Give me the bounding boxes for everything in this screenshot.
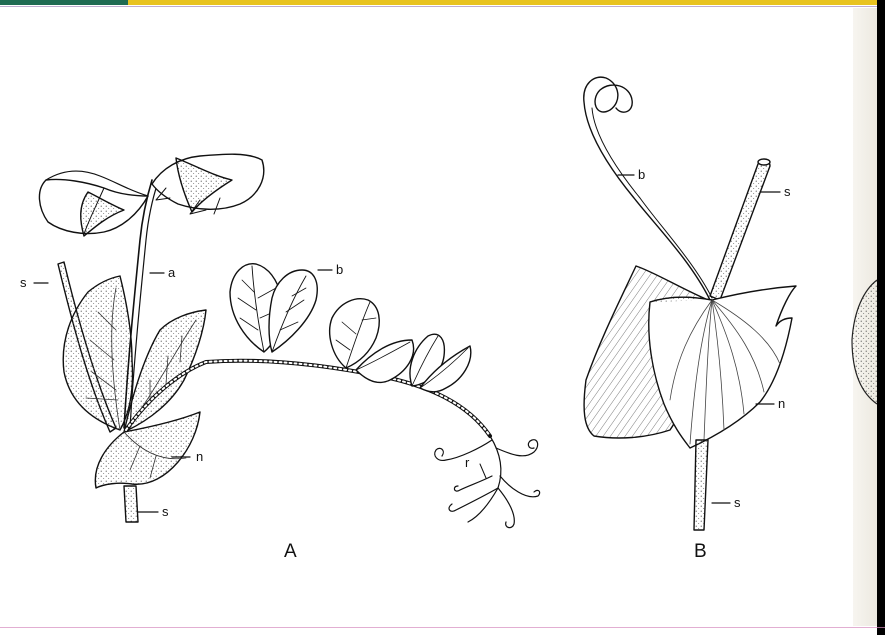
figure-b-caption: B [694, 541, 707, 562]
figure-a-label-axil: a [168, 265, 176, 280]
next-page-leaf-fragment [852, 280, 877, 404]
figure-b-label-stem-top: s [784, 184, 791, 199]
figure-a-label-tendril: r [465, 455, 470, 470]
figure-a [34, 154, 540, 527]
figure-b-stem-lower [694, 440, 708, 530]
figure-a-label-stipule: n [196, 449, 203, 464]
figure-a-label-stem-top: s [20, 275, 27, 290]
figure-a-label-leaflet: b [336, 262, 343, 277]
figure-b-label-stem-bottom: s [734, 495, 741, 510]
figure-b-label-tendril: b [638, 167, 645, 182]
figure-b [584, 77, 796, 530]
figure-a-caption: A [284, 541, 297, 562]
figure-b-tendril [584, 77, 710, 300]
figure-a-label-stem-bottom: s [162, 504, 169, 519]
figure-b-label-stipule: n [778, 396, 785, 411]
figure-a-tendrils [435, 436, 540, 528]
figure-b-stem-upper [710, 160, 770, 300]
figure-a-stem-lower [124, 486, 138, 522]
